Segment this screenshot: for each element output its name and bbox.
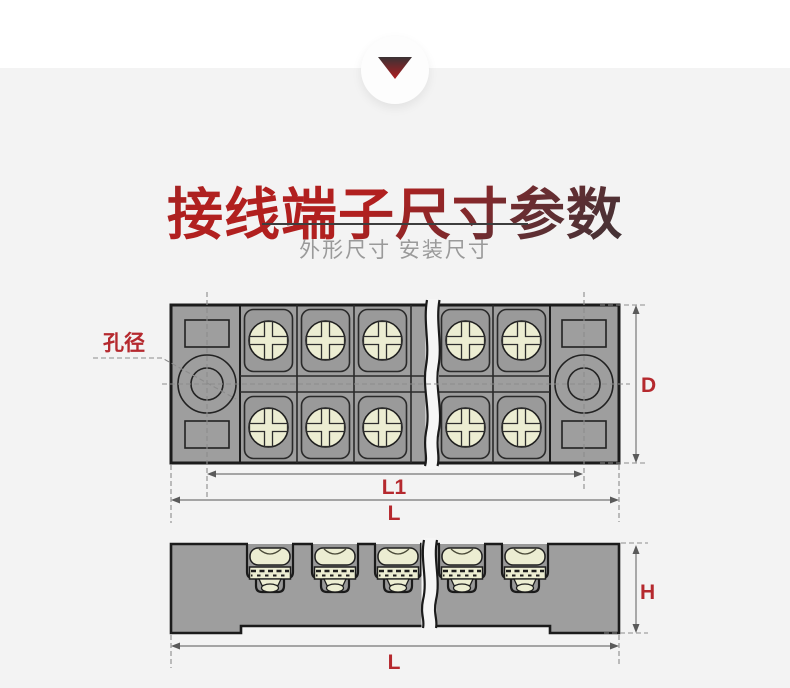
page-title: 接线端子尺寸参数 bbox=[0, 182, 790, 248]
dim-h-label: H bbox=[640, 581, 655, 604]
dashed-extension-lines bbox=[93, 292, 648, 668]
dim-l-top-label: L bbox=[388, 502, 401, 525]
hole-diameter-label: 孔径 bbox=[103, 331, 145, 355]
break-mark-top-view bbox=[423, 299, 442, 469]
dimension-lines bbox=[179, 312, 637, 647]
side-view bbox=[169, 538, 621, 635]
dim-d-label: D bbox=[641, 374, 656, 397]
dim-l-bottom-label: L bbox=[388, 651, 401, 674]
break-mark-side-view bbox=[420, 538, 439, 630]
section-divider-ornament bbox=[361, 36, 429, 104]
page-subtitle: 外形尺寸 安装尺寸 bbox=[299, 239, 491, 262]
dimension-arrowheads bbox=[171, 305, 640, 650]
title-divider bbox=[262, 223, 528, 225]
dim-l1-label: L1 bbox=[382, 476, 407, 499]
